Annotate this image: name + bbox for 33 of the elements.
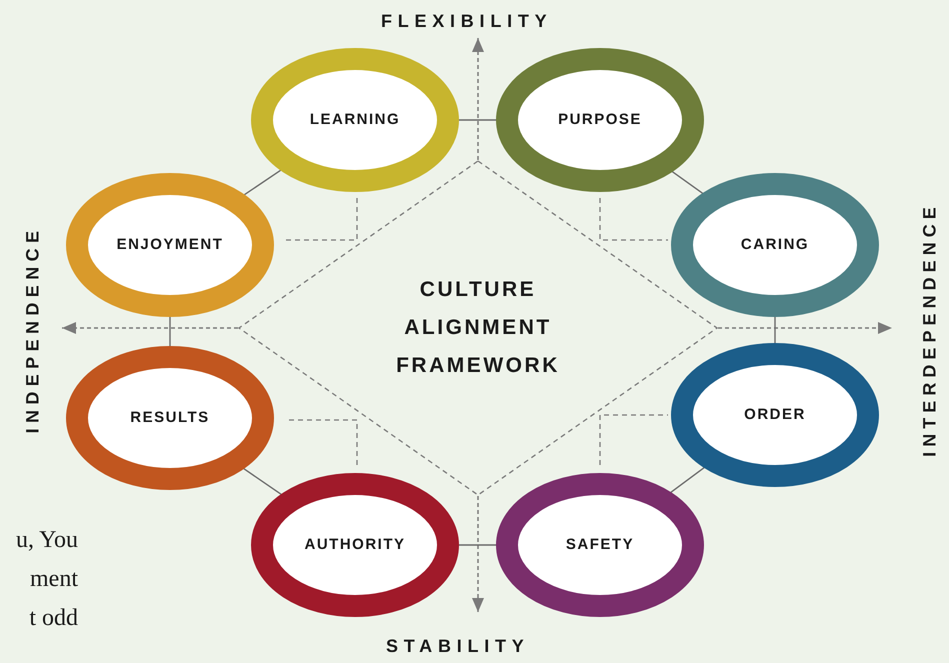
- connector-line: [243, 468, 282, 495]
- category-ring: [671, 343, 879, 487]
- connector-line: [459, 544, 496, 546]
- category-ring: [251, 48, 459, 192]
- ring-label: RESULTS: [130, 408, 210, 428]
- framework-title: CULTURE ALIGNMENT FRAMEWORK: [395, 277, 561, 379]
- connector-line: [244, 170, 281, 196]
- category-ring: [66, 173, 274, 317]
- connector-line: [459, 119, 496, 121]
- framework-diamond: [238, 160, 718, 496]
- category-ring: [496, 473, 704, 617]
- category-ring: [251, 473, 459, 617]
- axis-label: STABILITY: [386, 635, 530, 658]
- connector-line: [774, 317, 776, 343]
- axis-label: INDEPENDENCE: [22, 224, 44, 436]
- ring-label: AUTHORITY: [304, 534, 406, 555]
- connector-line: [672, 171, 704, 194]
- category-ring: [496, 48, 704, 192]
- ring-label: ENJOYMENT: [116, 234, 224, 255]
- axis-label: INTERDEPENDENCE: [918, 201, 940, 459]
- axis-label: FLEXIBILITY: [381, 10, 552, 33]
- category-ring: [671, 173, 879, 317]
- ring-label: PURPOSE: [558, 110, 642, 130]
- connector-line: [169, 317, 171, 346]
- category-ring: [66, 346, 274, 490]
- ring-label: ORDER: [744, 404, 806, 425]
- connector-line: [670, 467, 705, 493]
- ring-label: SAFETY: [566, 534, 634, 555]
- cropped-text: t odd: [28, 604, 78, 633]
- ring-label: CARING: [740, 234, 810, 255]
- cropped-text: u, You: [14, 526, 78, 555]
- cropped-text: ment: [29, 565, 78, 594]
- ring-label: LEARNING: [310, 110, 400, 130]
